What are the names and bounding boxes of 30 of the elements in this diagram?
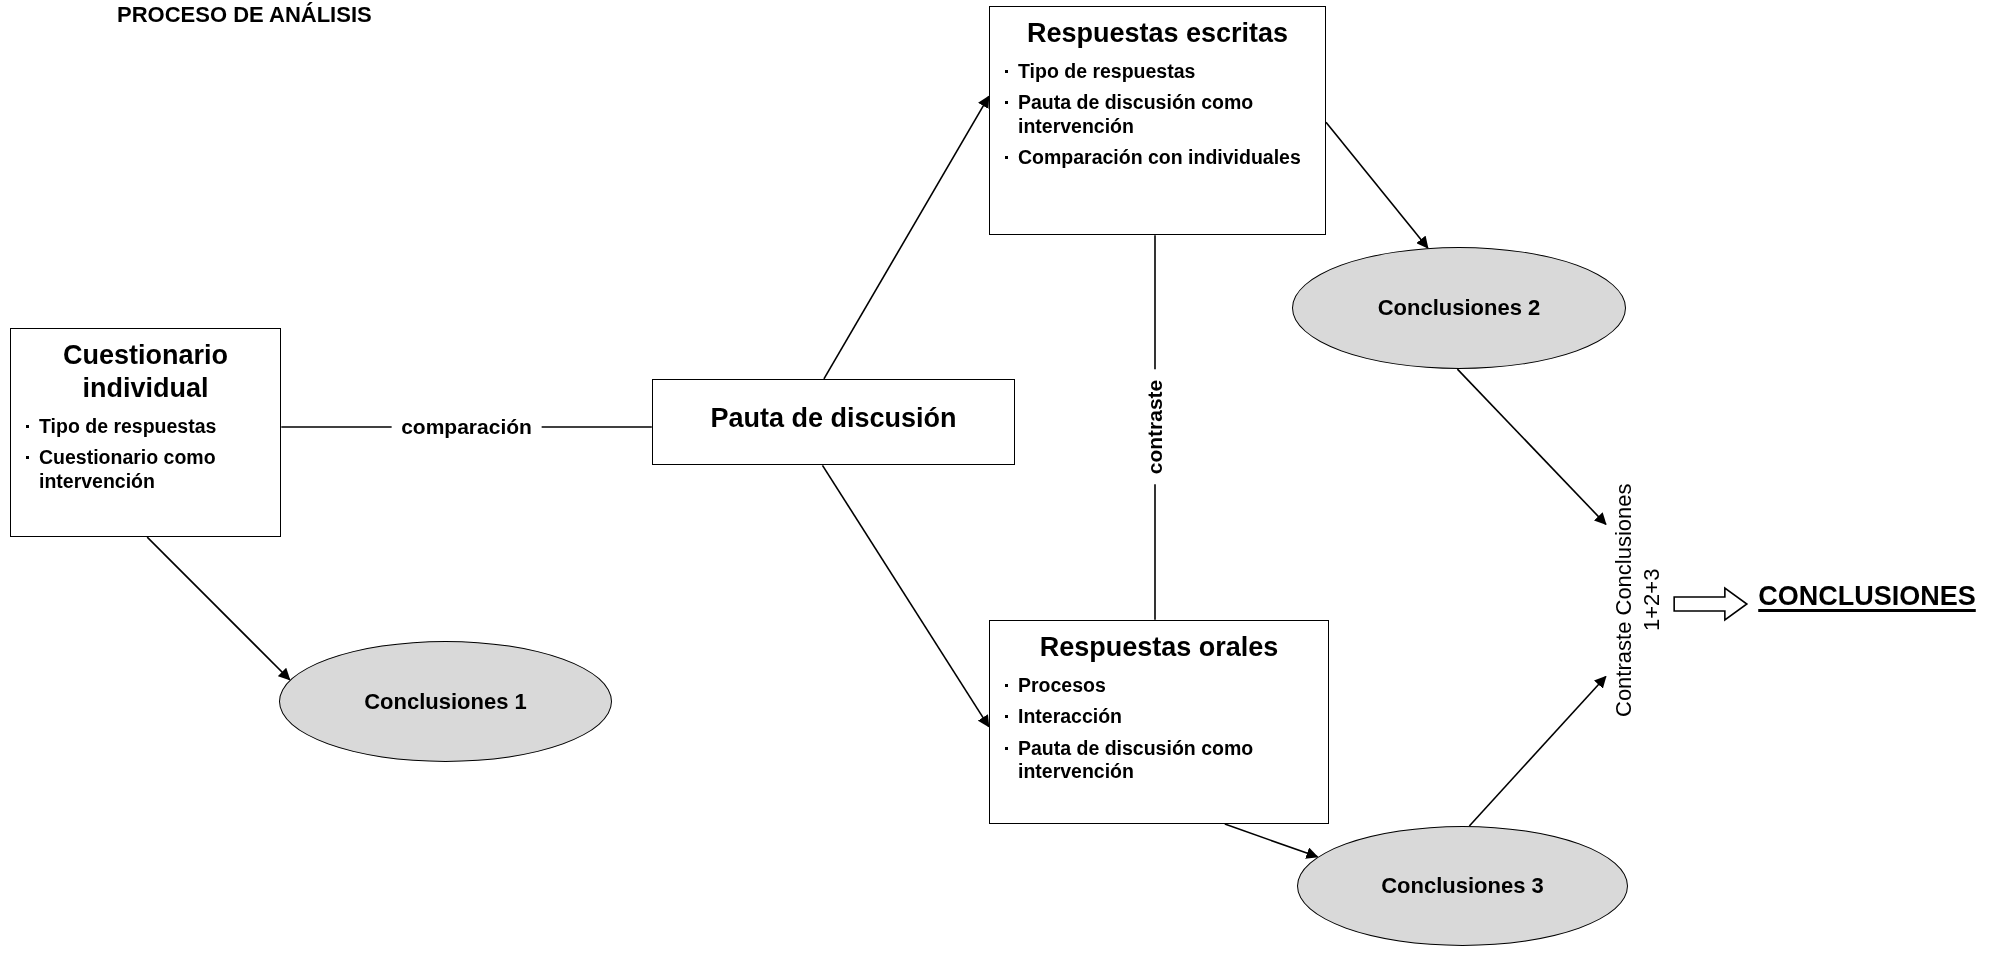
bullet-item: Tipo de respuestas [1002,59,1313,84]
arrow [1325,121,1429,249]
block-arrow [1673,586,1749,622]
arrow [821,464,990,728]
bullet-item: Cuestionario como intervención [23,446,268,494]
ellipse-label: Conclusiones 2 [1377,295,1541,321]
ellipse-label: Conclusiones 1 [364,688,527,715]
arrow [823,95,990,380]
bullet-item: Procesos [1002,673,1316,698]
bullet-item: Comparación con individuales [1002,146,1313,170]
bullet-item: Tipo de respuestas [23,414,268,439]
bullet-item: Pauta de discusión como intervención [1002,736,1316,784]
bullet-item: Pauta de discusión como intervención [1002,91,1313,139]
arrow [1456,368,1607,526]
arrow [1224,823,1319,859]
bullet-item: Interacción [1002,705,1316,729]
arrow [146,536,291,681]
process-box [989,6,1326,235]
box-heading: Cuestionario individual [62,339,229,405]
box-heading: Pauta de discusión [709,401,958,435]
diagram-title: PROCESO DE ANÁLISIS [117,2,372,28]
box-heading: Respuestas orales [1038,631,1280,664]
arrow [1468,675,1607,827]
box-heading: Respuestas escritas [1025,17,1290,50]
vertical-label: Contraste Conclusiones 1+2+3 [1609,482,1664,719]
process-box [652,379,1015,465]
process-box [10,328,281,537]
result-heading: CONCLUSIONES [1758,580,1976,612]
ellipse-label: Conclusiones 3 [1381,873,1544,899]
process-box [989,620,1329,824]
